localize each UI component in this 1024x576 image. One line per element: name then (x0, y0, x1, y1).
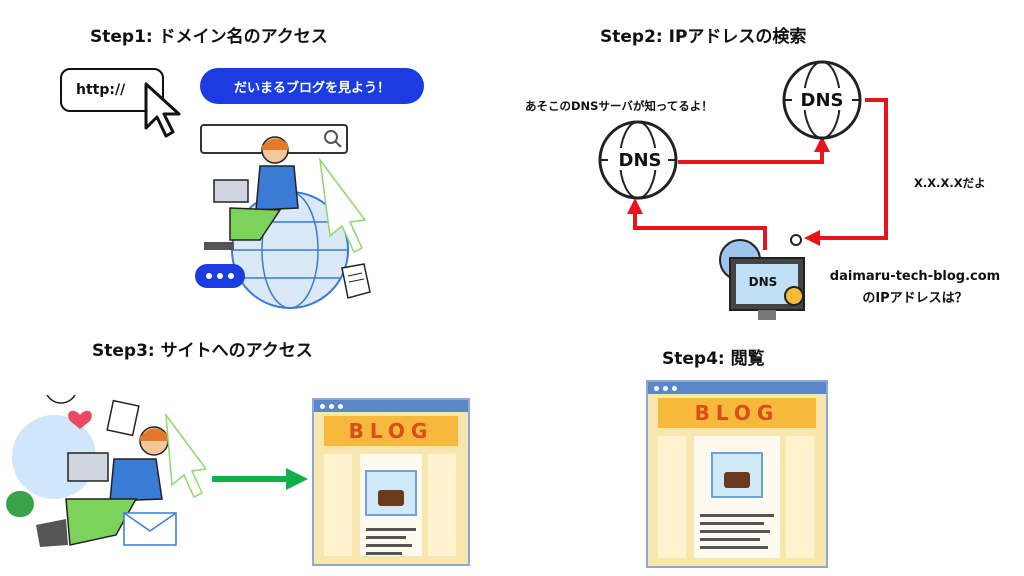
search-icon (324, 130, 342, 148)
dns-label-1: DNS (618, 150, 662, 171)
dns-query-caption: daimaru-tech-blog.com のIPアドレスは？ (808, 266, 1022, 310)
blog-content (694, 436, 780, 558)
step2-title: Step2: IPアドレスの検索 (600, 27, 807, 47)
step1-title: Step1: ドメイン名のアクセス (90, 27, 328, 47)
query-question: のIPアドレスは？ (862, 291, 968, 306)
dns-server-note: あそこのDNSサーバが知ってるよ！ (525, 99, 713, 113)
blog-header: BLOG (658, 398, 816, 428)
document-icon (341, 263, 371, 299)
computer-illustration (719, 234, 805, 320)
dns-label-computer: DNS (748, 275, 778, 289)
green-arrow-icon (212, 468, 308, 490)
person-on-globe-illustration (204, 136, 367, 309)
blog-sidebar-right (428, 454, 456, 556)
cursor-icon (144, 82, 181, 138)
dns-network-diagram (598, 60, 888, 320)
blog-window-step4: BLOG (646, 380, 828, 568)
query-domain: daimaru-tech-blog.com (829, 269, 1001, 284)
step4-title: Step4: 閲覧 (662, 349, 765, 369)
dns-server-globe-2 (782, 60, 862, 140)
blog-window-step3: BLOG (312, 398, 470, 566)
blog-sidebar-right (786, 436, 814, 558)
browser-toolbar (648, 382, 826, 394)
blog-sidebar-left (324, 454, 352, 556)
speech-pill: だいまるブログを見よう！ (200, 68, 424, 104)
chat-bubble-icon (195, 264, 245, 288)
dns-server-globe-1 (598, 120, 678, 200)
blog-content (360, 454, 422, 556)
ip-note: X.X.X.Xだよ (914, 176, 986, 190)
url-text: http:// (76, 82, 126, 98)
blog-header: BLOG (324, 416, 458, 446)
cake-picture (711, 452, 763, 498)
person-with-laptop-illustration (6, 395, 206, 547)
blog-sidebar-left (658, 436, 686, 558)
step3-title: Step3: サイトへのアクセス (92, 341, 313, 361)
cake-picture (365, 470, 417, 516)
browser-toolbar (314, 400, 468, 412)
dns-label-2: DNS (800, 90, 844, 111)
speech-text: だいまるブログを見よう！ (233, 80, 390, 96)
